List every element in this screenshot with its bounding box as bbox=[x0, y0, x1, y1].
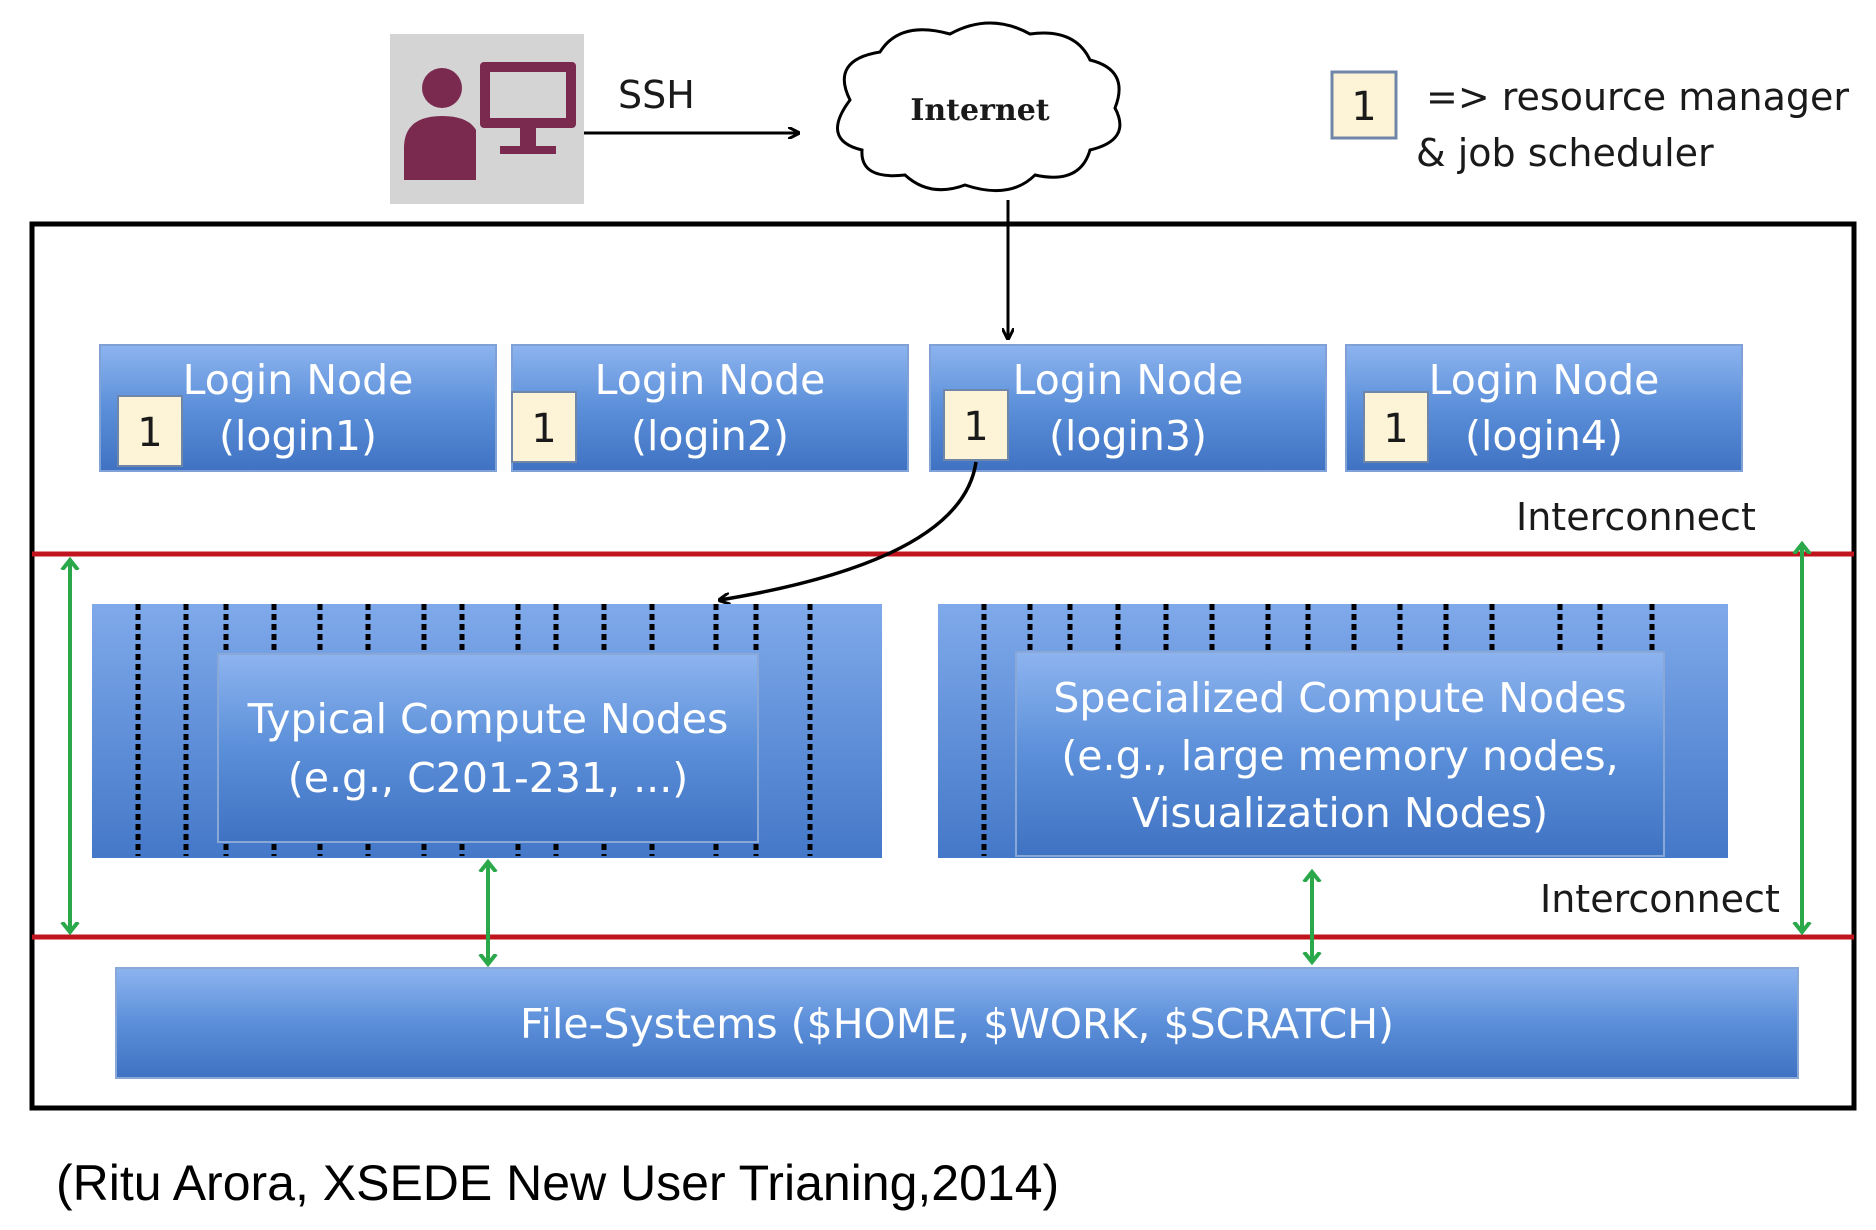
login-node: Login Node (login1) 1 bbox=[99, 344, 497, 472]
scheduler-badge bbox=[943, 389, 1009, 461]
svg-text:Login Node: Login Node bbox=[1429, 356, 1660, 404]
svg-text:(login2): (login2) bbox=[631, 412, 789, 460]
typical-compute-rack: Typical Compute Nodes (e.g., C201-231, .… bbox=[92, 604, 882, 858]
filesystems-bar: File-Systems ($HOME, $WORK, $SCRATCH) bbox=[115, 967, 1799, 1079]
internet-cloud-icon bbox=[836, 21, 1122, 193]
typical-compute-panel bbox=[217, 653, 759, 843]
specialized-compute-rack: Specialized Compute Nodes (e.g., large m… bbox=[938, 604, 1728, 858]
specialized-compute-title: Specialized Compute Nodes bbox=[1053, 674, 1626, 722]
interconnect-top-label: Interconnect bbox=[1516, 495, 1756, 539]
cluster-boundary bbox=[29, 221, 1857, 1111]
login-node: Login Node (login4) 1 bbox=[1345, 344, 1743, 472]
legend-badge bbox=[1330, 70, 1398, 140]
svg-text:Login Node: Login Node bbox=[183, 356, 414, 404]
svg-text:(login1): (login1) bbox=[219, 412, 377, 460]
specialized-compute-example1: (e.g., large memory nodes, bbox=[1061, 732, 1618, 780]
legend-line1: => resource manager bbox=[1426, 75, 1849, 119]
svg-text:(login3): (login3) bbox=[1049, 412, 1207, 460]
typical-compute-title: Typical Compute Nodes bbox=[247, 695, 729, 743]
interconnect-bottom-label: Interconnect bbox=[1540, 877, 1780, 921]
legend-line2: & job scheduler bbox=[1416, 131, 1714, 175]
specialized-compute-panel bbox=[1015, 651, 1665, 857]
svg-text:1: 1 bbox=[963, 404, 988, 450]
svg-text:1: 1 bbox=[1383, 406, 1408, 452]
citation-caption: (Ritu Arora, XSEDE New User Trianing,201… bbox=[56, 1155, 1059, 1211]
scheduler-badge bbox=[1363, 391, 1429, 463]
internet-label: Internet bbox=[910, 93, 1049, 128]
svg-text:Login Node: Login Node bbox=[1013, 356, 1244, 404]
login-node: Login Node (login3) 1 bbox=[929, 344, 1327, 472]
scheduler-badge bbox=[511, 391, 577, 463]
legend-badge-text: 1 bbox=[1351, 84, 1376, 130]
svg-text:(login4): (login4) bbox=[1465, 412, 1623, 460]
user-workstation-icon bbox=[390, 34, 584, 204]
specialized-compute-example2: Visualization Nodes) bbox=[1132, 789, 1548, 837]
login-node: Login Node (login2) 1 bbox=[511, 344, 909, 472]
filesystems-label: File-Systems ($HOME, $WORK, $SCRATCH) bbox=[520, 1000, 1394, 1048]
typical-compute-example: (e.g., C201-231, ...) bbox=[288, 754, 688, 802]
job-dispatch-arrow bbox=[720, 461, 978, 600]
svg-text:1: 1 bbox=[531, 406, 556, 452]
scheduler-badge bbox=[117, 395, 183, 467]
svg-text:1: 1 bbox=[137, 410, 162, 456]
legend: 1 => resource manager & job scheduler bbox=[1330, 70, 1849, 175]
ssh-label: SSH bbox=[618, 73, 695, 117]
svg-text:Login Node: Login Node bbox=[595, 356, 826, 404]
